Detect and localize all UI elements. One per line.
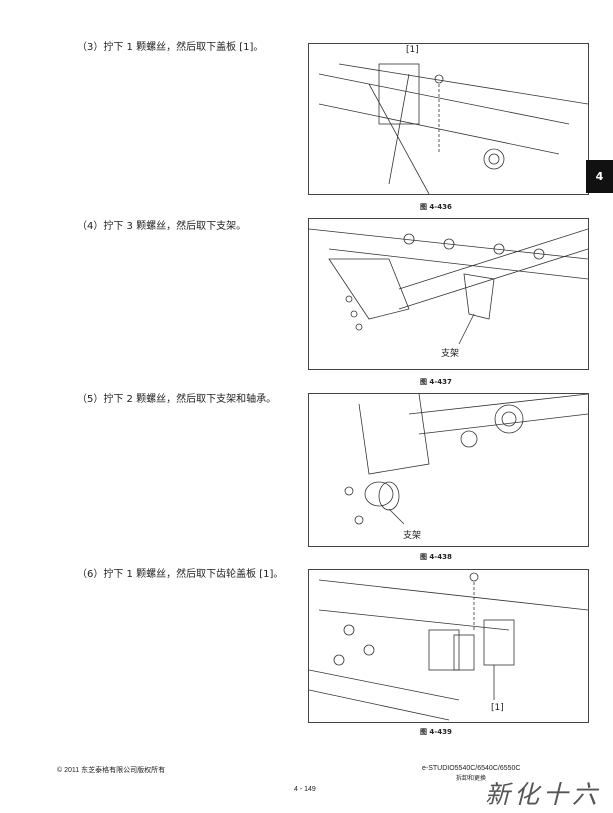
step-6-text: （6）拧下 1 颗螺丝，然后取下齿轮盖板 [1]。 bbox=[77, 569, 284, 580]
gear-cover-removal-illustration bbox=[309, 572, 588, 721]
chapter-tab: 4 bbox=[586, 160, 613, 193]
figure-caption: 图 4-439 bbox=[420, 728, 452, 736]
part-label: 支架 bbox=[441, 349, 460, 359]
figure-caption: 图 4-437 bbox=[420, 378, 452, 386]
watermark-signature: 新化十六腿 bbox=[485, 780, 602, 809]
figure-4-436: [1] bbox=[308, 43, 589, 195]
figure-4-438: 支架 bbox=[308, 393, 589, 547]
figure-caption: 图 4-436 bbox=[420, 203, 452, 211]
bearing-removal-illustration bbox=[344, 394, 588, 525]
step-3-text: （3）拧下 1 颗螺丝，然后取下盖板 [1]。 bbox=[77, 42, 264, 53]
step-4-text: （4）拧下 3 颗螺丝，然后取下支架。 bbox=[77, 221, 247, 232]
model-name: e-STUDIO5540C/6540C/6550C bbox=[422, 765, 521, 772]
page-number: 4 - 149 bbox=[294, 786, 316, 793]
figure-4-439: [1] bbox=[308, 569, 589, 723]
copyright: © 2011 东芝泰格有限公司版权所有 bbox=[57, 767, 166, 774]
step-5-text: （5）拧下 2 颗螺丝，然后取下支架和轴承。 bbox=[77, 394, 277, 405]
bracket-removal-illustration bbox=[309, 228, 588, 345]
part-label: [1] bbox=[406, 45, 419, 55]
part-label: [1] bbox=[491, 703, 504, 713]
part-label: 支架 bbox=[403, 531, 422, 541]
section-name: 拆卸和更换 bbox=[456, 776, 487, 782]
figure-caption: 图 4-438 bbox=[420, 553, 452, 561]
figure-4-437: 支架 bbox=[308, 218, 589, 370]
cover-removal-illustration bbox=[318, 63, 588, 194]
